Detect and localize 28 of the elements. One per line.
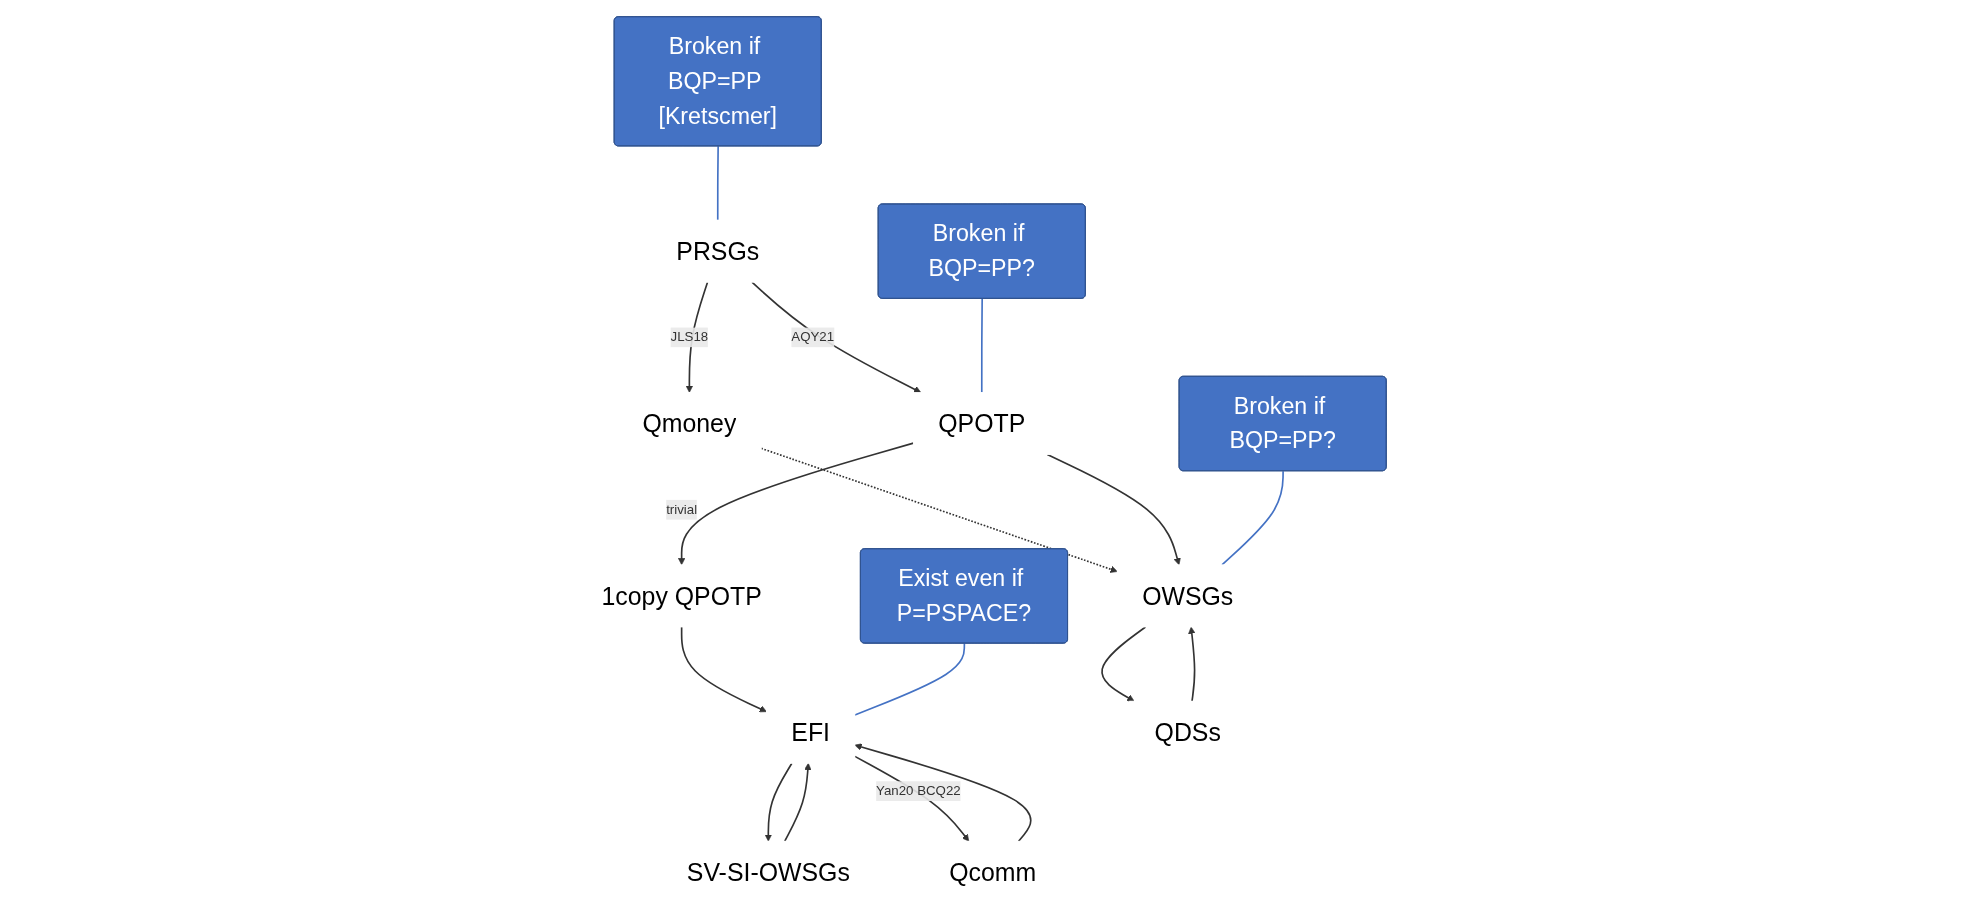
node-text: PRSGs [675, 237, 759, 265]
node-text: EFI [790, 718, 830, 746]
arrow [783, 762, 811, 843]
connector [853, 642, 965, 716]
arrow [1100, 626, 1146, 702]
arrow [764, 762, 793, 842]
edge-label: trivial [665, 502, 697, 517]
arrow [853, 755, 969, 842]
node-text: Qmoney [641, 409, 736, 438]
edge-label: AQY21 [790, 329, 834, 344]
edge-label: Yan20 BCQ22 [875, 783, 961, 798]
arrow [1187, 626, 1195, 702]
node-text: 1copy QPOTP [601, 582, 762, 610]
node-text: QDSs [1154, 718, 1221, 746]
arrow [750, 281, 921, 393]
arrow [677, 442, 914, 566]
node-text: Qcomm [948, 858, 1036, 886]
node-text: OWSGs [1141, 582, 1233, 610]
connector [980, 298, 983, 394]
node-text: QPOTP [937, 409, 1025, 438]
node-text: SV-SI-OWSGs [686, 858, 850, 886]
connector [716, 145, 719, 221]
arrow [759, 447, 1118, 573]
arrow [854, 743, 1032, 843]
arrow [680, 626, 767, 713]
edge-label: JLS18 [670, 329, 708, 344]
arrow [1046, 453, 1181, 566]
connector [1220, 470, 1284, 566]
